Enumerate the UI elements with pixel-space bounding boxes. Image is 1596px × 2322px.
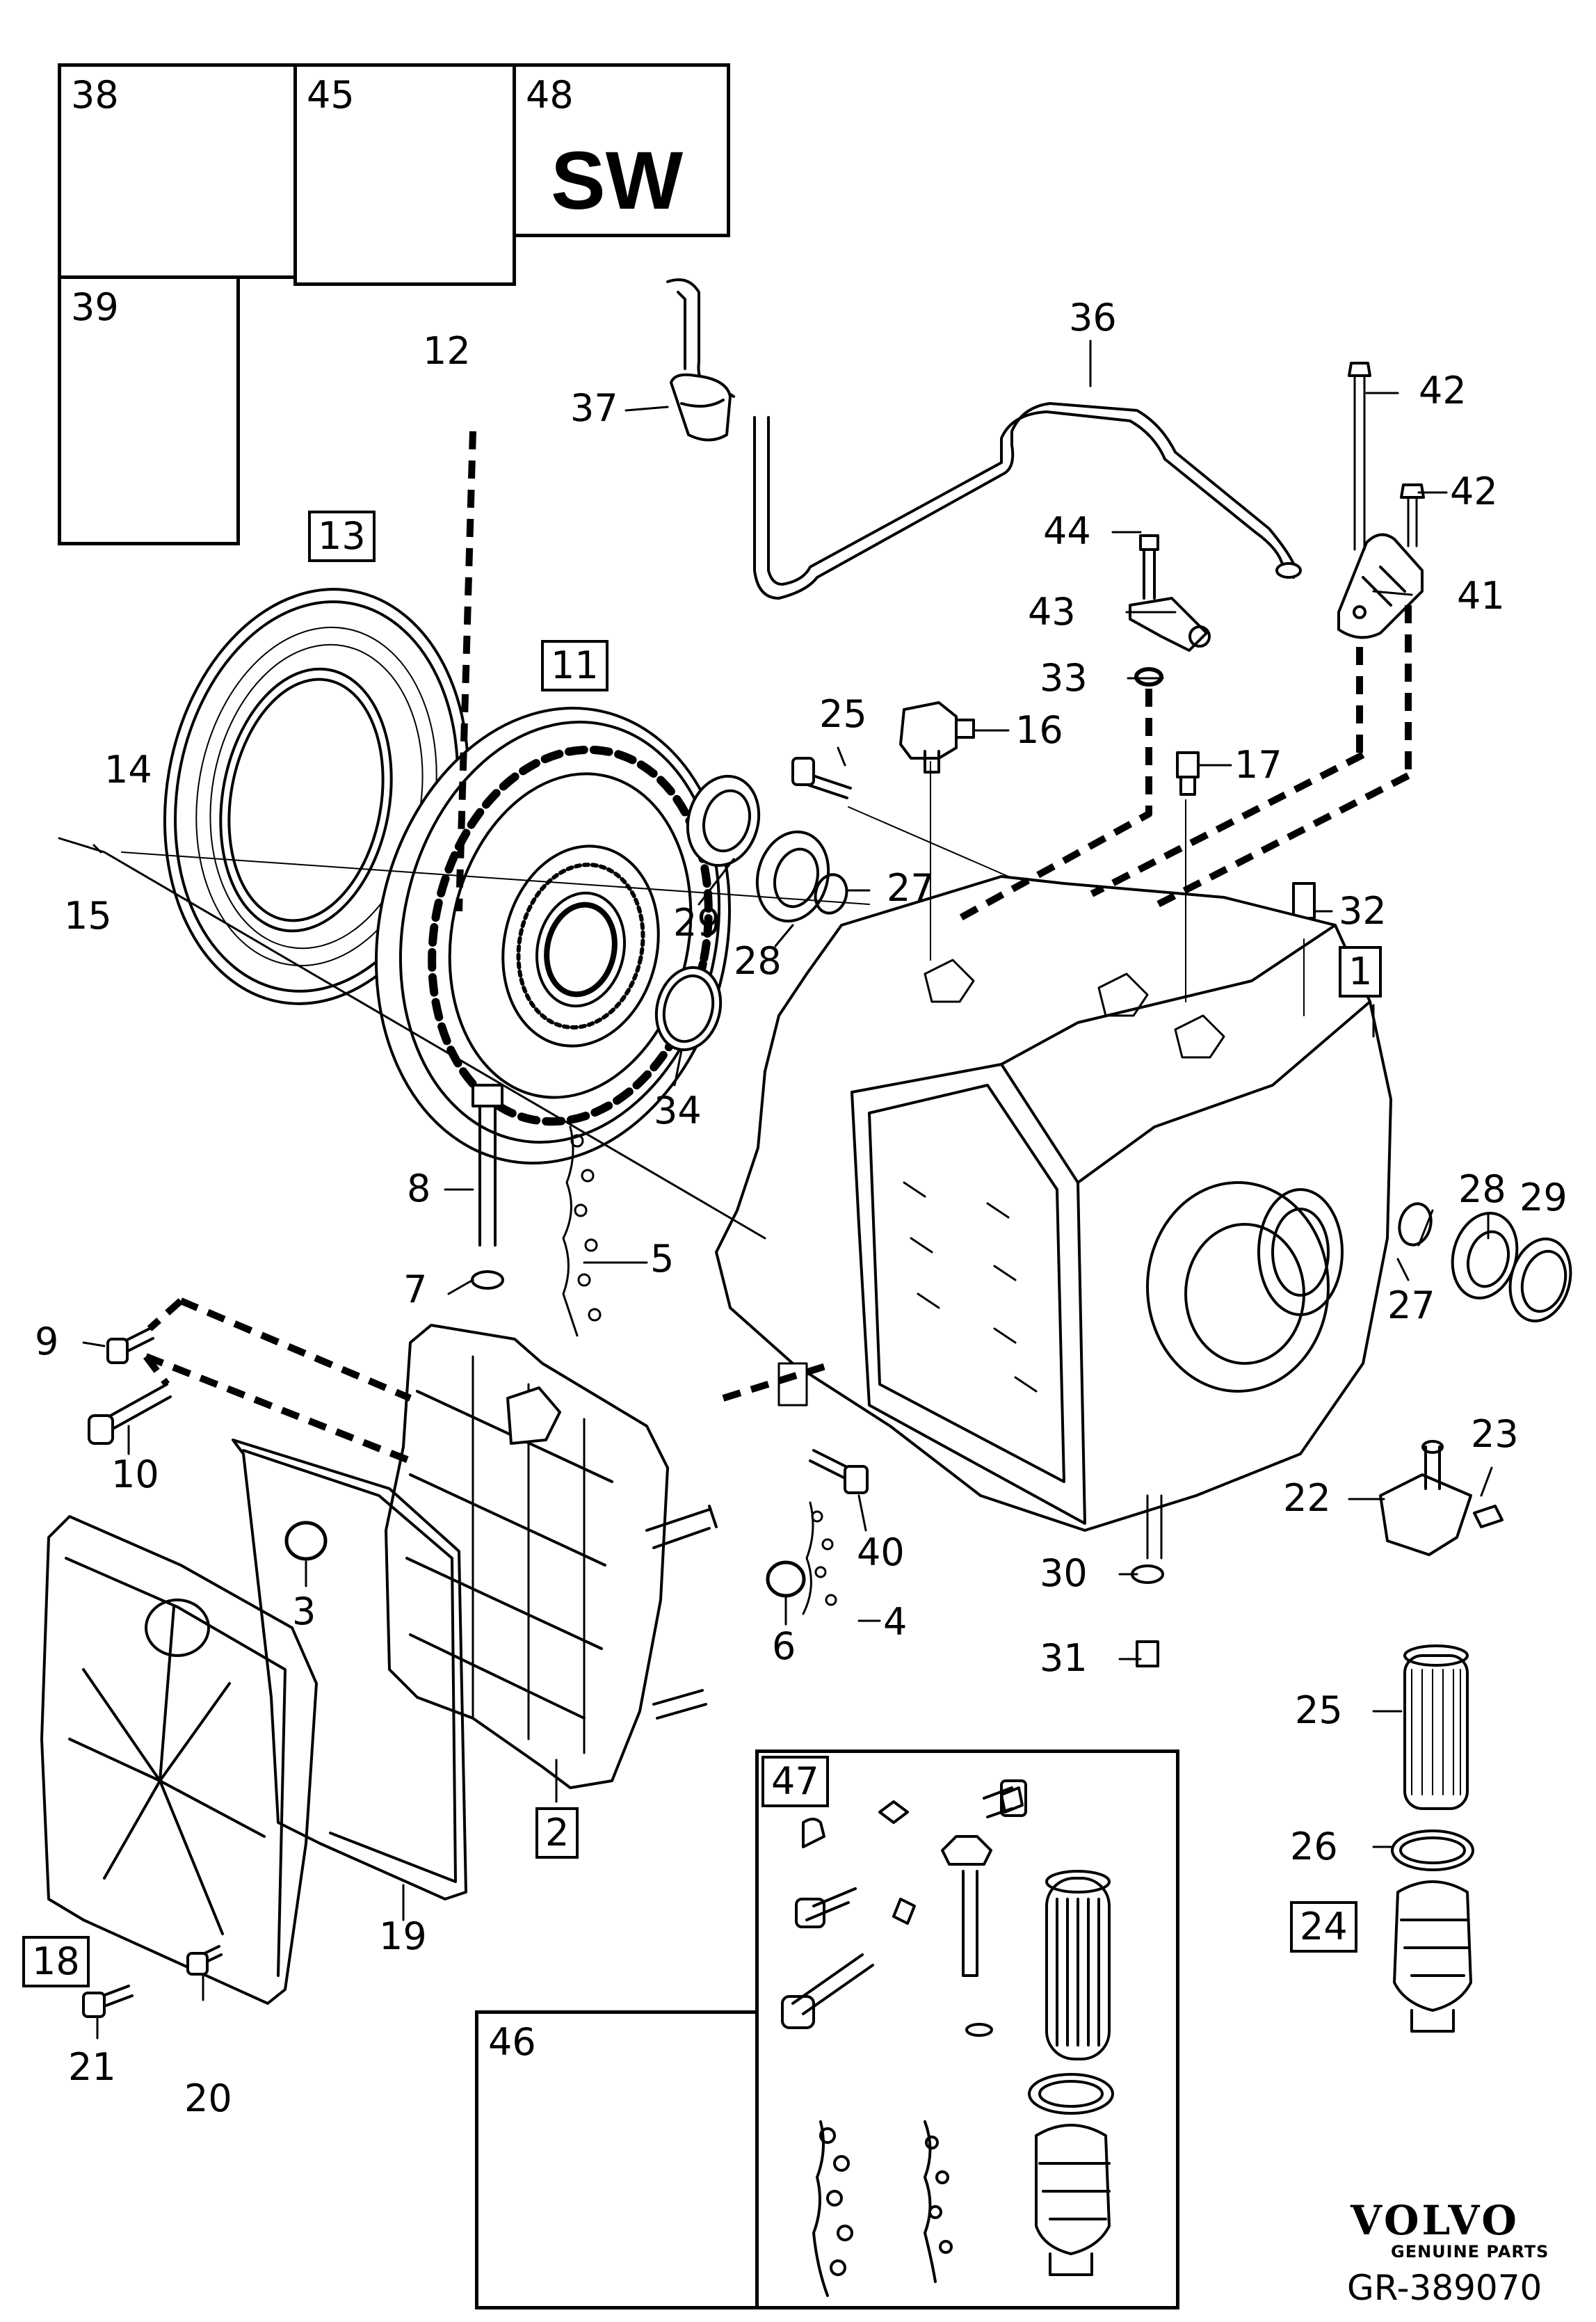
callout-17: 17 [1234,743,1282,787]
inset-label-38: 38 [71,73,119,117]
valve-body-illustration [385,1324,718,1789]
callout-29-left: 29 [673,901,721,945]
inset-sealant-tube: 38 [58,63,297,279]
inset-label-46: 46 [488,2020,536,2064]
software-badge: SW [551,135,684,227]
housing-bolt-illustration [791,757,852,799]
inset-fluid-bottle: 39 [58,275,240,545]
callout-33: 33 [1040,656,1088,700]
valve-body-bolt-illustration [471,1084,504,1290]
pan-gasket-illustration [232,1439,467,1900]
pan-bolts-illustration [82,1945,223,2018]
callout-31: 31 [1040,1636,1088,1680]
oil-filter-illustration [1403,1644,1469,1810]
dashed-reference-lines [143,431,1412,1464]
inset-label-47: 47 [761,1756,829,1807]
inset-software: 48 SW [513,63,730,237]
drain-plug-illustration [1131,1564,1164,1667]
callout-26: 26 [1290,1825,1338,1868]
callout-5: 5 [650,1237,675,1281]
diagram-reference: GR-389070 [1347,2268,1542,2308]
clamp-plate-illustration [1129,534,1211,687]
callout-7: 7 [403,1267,428,1311]
callout-36: 36 [1069,296,1117,339]
inset-label-39: 39 [71,285,119,329]
callout-44: 44 [1043,509,1091,553]
breather-hose-illustration [666,278,1302,600]
callout-21: 21 [68,2045,116,2089]
callout-41: 41 [1457,574,1505,618]
callout-12: 12 [423,329,471,373]
inset-overhaul-kit: 47 [755,1749,1179,2309]
filter-housing-illustration [1379,1440,1504,1556]
callout-43: 43 [1028,590,1076,634]
inset-label-45: 45 [307,73,355,117]
hose-clip-illustration [670,373,732,442]
callout-23: 23 [1471,1412,1519,1456]
callout-18: 18 [22,1936,90,1987]
pressure-sensor-illustration [1176,751,1200,796]
valve-gasket-illustration [562,1126,602,1337]
callout-27-right: 27 [1387,1283,1435,1327]
leader-lines [58,339,1493,2040]
callout-3: 3 [292,1590,316,1633]
callout-42-upper: 42 [1419,369,1467,413]
callout-6: 6 [772,1624,796,1668]
callout-28-right: 28 [1458,1167,1506,1211]
oil-pan-illustration [40,1515,318,2005]
mounting-bolts-illustration [88,1327,869,1494]
filter-cover-illustration [1393,1880,1472,2033]
callout-19: 19 [379,1914,427,1958]
callout-28-left: 28 [734,939,782,983]
inset-wiring-harness: 46 [475,2010,759,2309]
callout-9: 9 [35,1320,59,1363]
callout-10: 10 [111,1452,159,1496]
callout-37: 37 [570,386,618,430]
brand-tagline: GENUINE PARTS [1391,2242,1549,2261]
callout-4: 4 [883,1600,908,1644]
brand-logo: VOLVO [1351,2197,1520,2244]
callout-22: 22 [1283,1476,1331,1520]
callout-15: 15 [64,894,112,938]
callout-42-lower: 42 [1450,470,1498,513]
callout-29-right: 29 [1520,1176,1567,1219]
o-ring-illustration [1391,1829,1474,1871]
callout-13: 13 [308,511,376,562]
left-seals-illustration [654,774,848,1052]
callout-1: 1 [1339,946,1383,998]
callout-20: 20 [184,2076,232,2120]
callout-8: 8 [407,1167,431,1210]
callout-27-left: 27 [887,866,935,910]
separator-gasket-illustration [802,1501,837,1615]
callout-2: 2 [535,1807,579,1859]
inset-label-48: 48 [526,73,574,117]
callout-32: 32 [1339,889,1387,933]
callout-40: 40 [857,1530,905,1574]
callout-16: 16 [1015,708,1063,752]
callout-11: 11 [541,640,608,691]
callout-25-lower: 25 [1295,1688,1343,1732]
speed-sensor-illustration [899,701,975,774]
overhaul-kit-illustration [781,1779,1114,2297]
callout-30: 30 [1040,1551,1088,1595]
inset-gasket: 45 [293,63,516,286]
bracket-illustration [1337,362,1425,639]
right-seals-illustration [1398,1202,1572,1322]
callout-34: 34 [654,1089,702,1132]
callout-24: 24 [1290,1901,1357,1953]
callout-25-upper: 25 [819,692,867,736]
transmission-housing-illustration [715,875,1392,1560]
callout-14: 14 [104,748,152,792]
